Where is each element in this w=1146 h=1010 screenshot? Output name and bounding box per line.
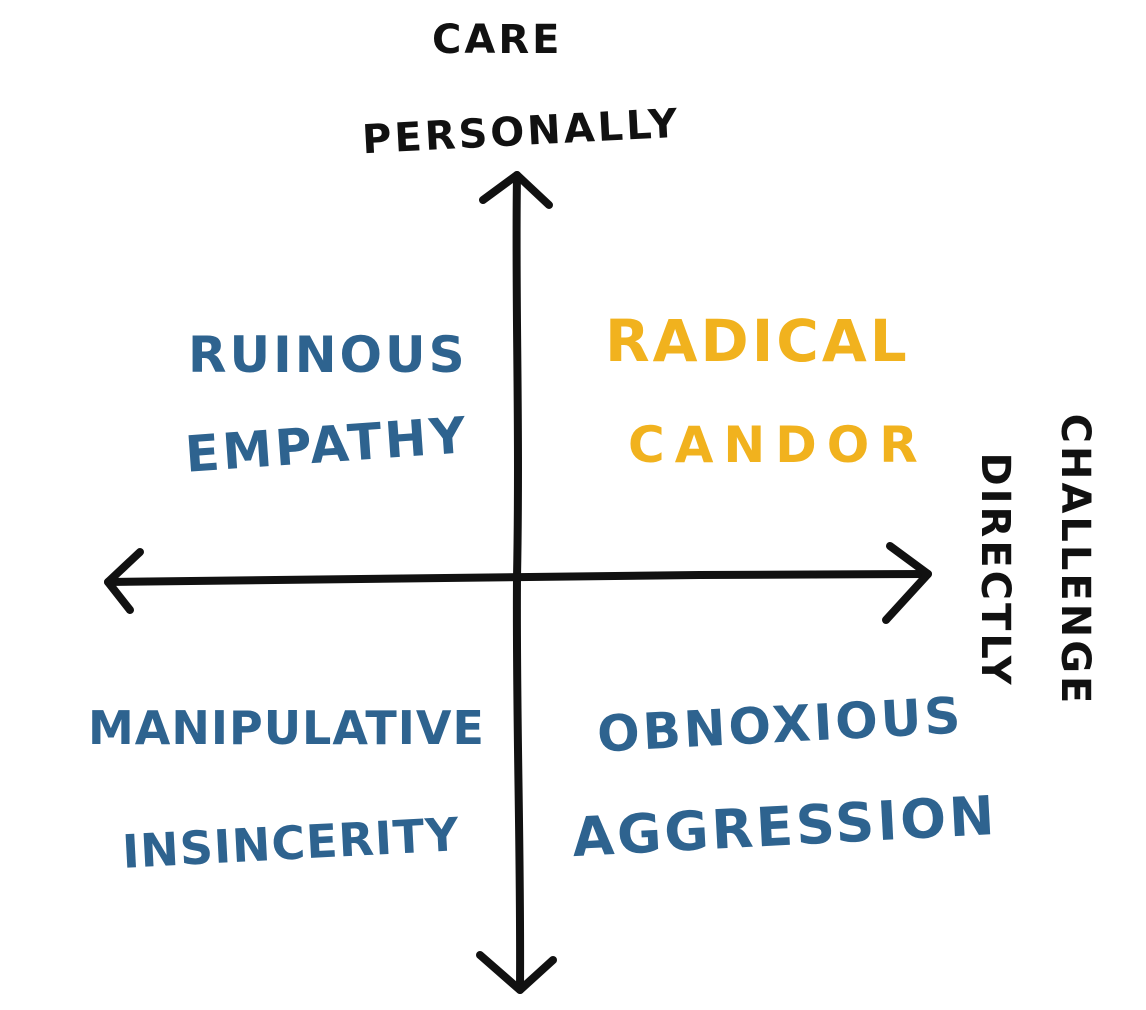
quadrant-manipulative-insincerity-line1: Manipulative bbox=[88, 701, 485, 755]
arrow-left-icon bbox=[104, 548, 144, 614]
x-axis-label-line2: Directly bbox=[972, 452, 1018, 688]
vertical-axis bbox=[512, 171, 525, 994]
quadrant-ruinous-empathy-line1: Ruinous bbox=[188, 326, 468, 384]
y-axis-label-line1: Care bbox=[432, 17, 563, 63]
quadrant-radical-candor-line2: Candor bbox=[628, 416, 928, 474]
arrow-up-icon bbox=[479, 171, 553, 209]
quadrant-radical-candor-line1: Radical bbox=[605, 307, 910, 375]
arrow-right-icon bbox=[882, 542, 932, 624]
x-axis-label-line1: Challenge bbox=[1052, 413, 1098, 707]
horizontal-axis bbox=[104, 570, 932, 586]
arrow-down-icon bbox=[476, 951, 557, 994]
